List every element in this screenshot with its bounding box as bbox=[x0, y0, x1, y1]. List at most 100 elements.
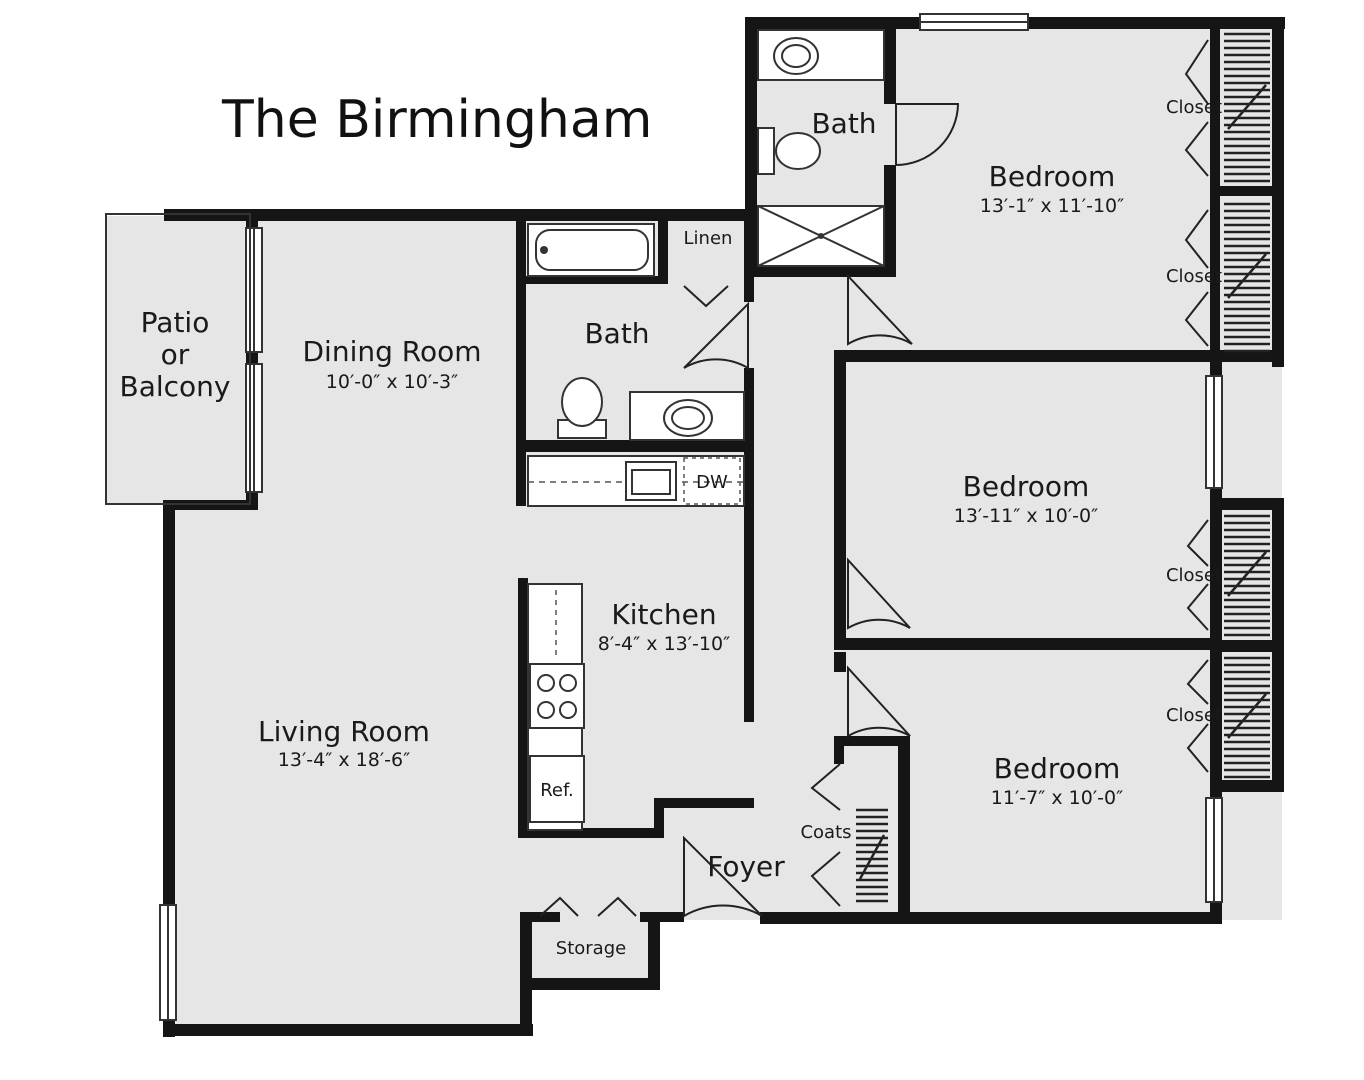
storage-door-right bbox=[597, 896, 637, 917]
burner-icon bbox=[537, 701, 555, 719]
range-cooktop bbox=[529, 663, 585, 729]
bed1-closet-door-b bbox=[1184, 121, 1209, 177]
bath-south-wall bbox=[516, 440, 752, 452]
master-bath-label: Bath bbox=[811, 107, 876, 140]
room-labels: Patio or Balcony Dining Room 10′-0″ x 10… bbox=[120, 97, 1223, 959]
kitchen-label: Kitchen bbox=[611, 598, 716, 631]
hall-bath-label: Bath bbox=[584, 317, 649, 350]
closet-rod-line bbox=[1227, 551, 1267, 597]
storage-east-wall bbox=[648, 912, 660, 990]
bed1-closet2-door-a bbox=[1184, 209, 1209, 269]
patio-label-line3: Balcony bbox=[120, 370, 231, 403]
hall-east-wall-b2 bbox=[834, 350, 846, 635]
west-wall bbox=[163, 500, 175, 1037]
bed2-door bbox=[847, 557, 911, 630]
closet-shelving bbox=[856, 32, 1270, 903]
bathtub bbox=[527, 223, 655, 277]
windows bbox=[159, 13, 1223, 1021]
master-toilet-icon bbox=[775, 132, 821, 170]
master-bath-east-wall-top bbox=[884, 24, 896, 104]
master-bath-east-wall-low bbox=[884, 165, 896, 277]
coat-closet-west-stub bbox=[834, 736, 844, 764]
refrigerator-label: Ref. bbox=[540, 780, 574, 801]
bed3-east-wall-bot bbox=[1210, 900, 1222, 924]
bed1-closet-divider bbox=[1210, 186, 1284, 196]
patio-label-line2: or bbox=[161, 338, 190, 371]
closet-label: Closet bbox=[1166, 97, 1222, 118]
hall-post-b3 bbox=[834, 652, 846, 672]
burner-icon bbox=[559, 701, 577, 719]
living-storage-wall bbox=[520, 912, 532, 1036]
bedroom2-dims: 13′-11″ x 10′-0″ bbox=[954, 505, 1098, 527]
dining-room-label: Dining Room bbox=[302, 335, 481, 368]
plan-title: The Birmingham bbox=[221, 90, 652, 150]
bedroom3-dims: 11′-7″ x 10′-0″ bbox=[991, 787, 1123, 809]
patio-outline bbox=[105, 213, 251, 505]
linen-label: Linen bbox=[684, 228, 733, 249]
bed2-closet-door-b bbox=[1186, 583, 1209, 631]
burner-icon bbox=[559, 674, 577, 692]
hall-toilet-icon bbox=[561, 377, 603, 427]
entry-door bbox=[683, 835, 763, 918]
bed3-closet-door-b bbox=[1186, 723, 1209, 773]
bath-east-wall-low bbox=[744, 368, 754, 452]
tub-drain-icon bbox=[540, 246, 548, 254]
coat-closet-east-wall bbox=[898, 736, 910, 922]
hall-sink-icon bbox=[663, 399, 713, 437]
closet-rod-line bbox=[1227, 253, 1267, 299]
tub-south-wall bbox=[520, 276, 668, 284]
kitchen-west-wall bbox=[518, 578, 528, 838]
bed1-closet-door-a bbox=[1184, 39, 1209, 105]
bed2-east-wall-top bbox=[1210, 355, 1222, 380]
storage-north-wall-a bbox=[520, 912, 560, 922]
hall-floor bbox=[748, 270, 848, 830]
storage-label: Storage bbox=[556, 938, 626, 959]
kitchen-step-wall bbox=[654, 798, 664, 838]
bed1-door bbox=[847, 273, 913, 346]
patio-door-post-top bbox=[246, 214, 258, 228]
bedroom1-dims: 13′-1″ x 11′-10″ bbox=[980, 195, 1124, 217]
bed3-door bbox=[847, 665, 911, 738]
bedroom3-label: Bedroom bbox=[994, 752, 1121, 785]
bed3-east-wall-top bbox=[1210, 640, 1222, 800]
closet-label: Closet bbox=[1166, 565, 1222, 586]
closet-rod-line bbox=[1227, 693, 1267, 739]
coat-closet-north-wall bbox=[834, 736, 910, 746]
dishwasher bbox=[683, 457, 741, 505]
master-bath-south-wall bbox=[745, 265, 895, 277]
kitchen-east-wall bbox=[744, 452, 754, 722]
bed2-closet-door-a bbox=[1186, 519, 1209, 567]
bed3-closet-bottom bbox=[1210, 780, 1284, 792]
master-bath-door bbox=[895, 103, 960, 167]
walls bbox=[163, 17, 1285, 1037]
refrigerator bbox=[529, 755, 585, 823]
bedroom1-label: Bedroom bbox=[989, 160, 1116, 193]
north-wall-left bbox=[164, 209, 754, 221]
foyer-south-stub bbox=[656, 912, 684, 922]
storage-door-left bbox=[539, 896, 579, 917]
bed1-closet2-door-b bbox=[1184, 291, 1209, 347]
coats-door-lower bbox=[810, 851, 841, 907]
south-wall-living bbox=[163, 1024, 533, 1036]
storage-floor bbox=[522, 830, 660, 985]
storage-south-wall bbox=[520, 978, 658, 990]
patio-label-line1: Patio bbox=[141, 306, 210, 339]
closet-rod-line bbox=[1227, 84, 1267, 130]
bath-west-wall bbox=[516, 216, 526, 506]
master-toilet-tank bbox=[757, 127, 775, 175]
bed1-south-wall bbox=[834, 350, 1284, 362]
bed2-south-wall bbox=[834, 638, 1220, 650]
linen-door bbox=[683, 285, 729, 308]
foyer-label: Foyer bbox=[707, 850, 785, 883]
bed2-closet-top bbox=[1210, 498, 1284, 510]
living-room-label: Living Room bbox=[258, 715, 430, 748]
kitchen-south-wall bbox=[518, 828, 660, 838]
closet-label: Closet bbox=[1166, 266, 1222, 287]
bed3-closet-door-a bbox=[1186, 659, 1209, 705]
kitchen-step-top bbox=[654, 798, 754, 808]
floor-fills bbox=[106, 20, 1282, 1031]
living-dining-floor bbox=[170, 216, 522, 1031]
master-bath-west-wall bbox=[745, 17, 757, 275]
living-room-dims: 13′-4″ x 18′-6″ bbox=[278, 749, 410, 771]
